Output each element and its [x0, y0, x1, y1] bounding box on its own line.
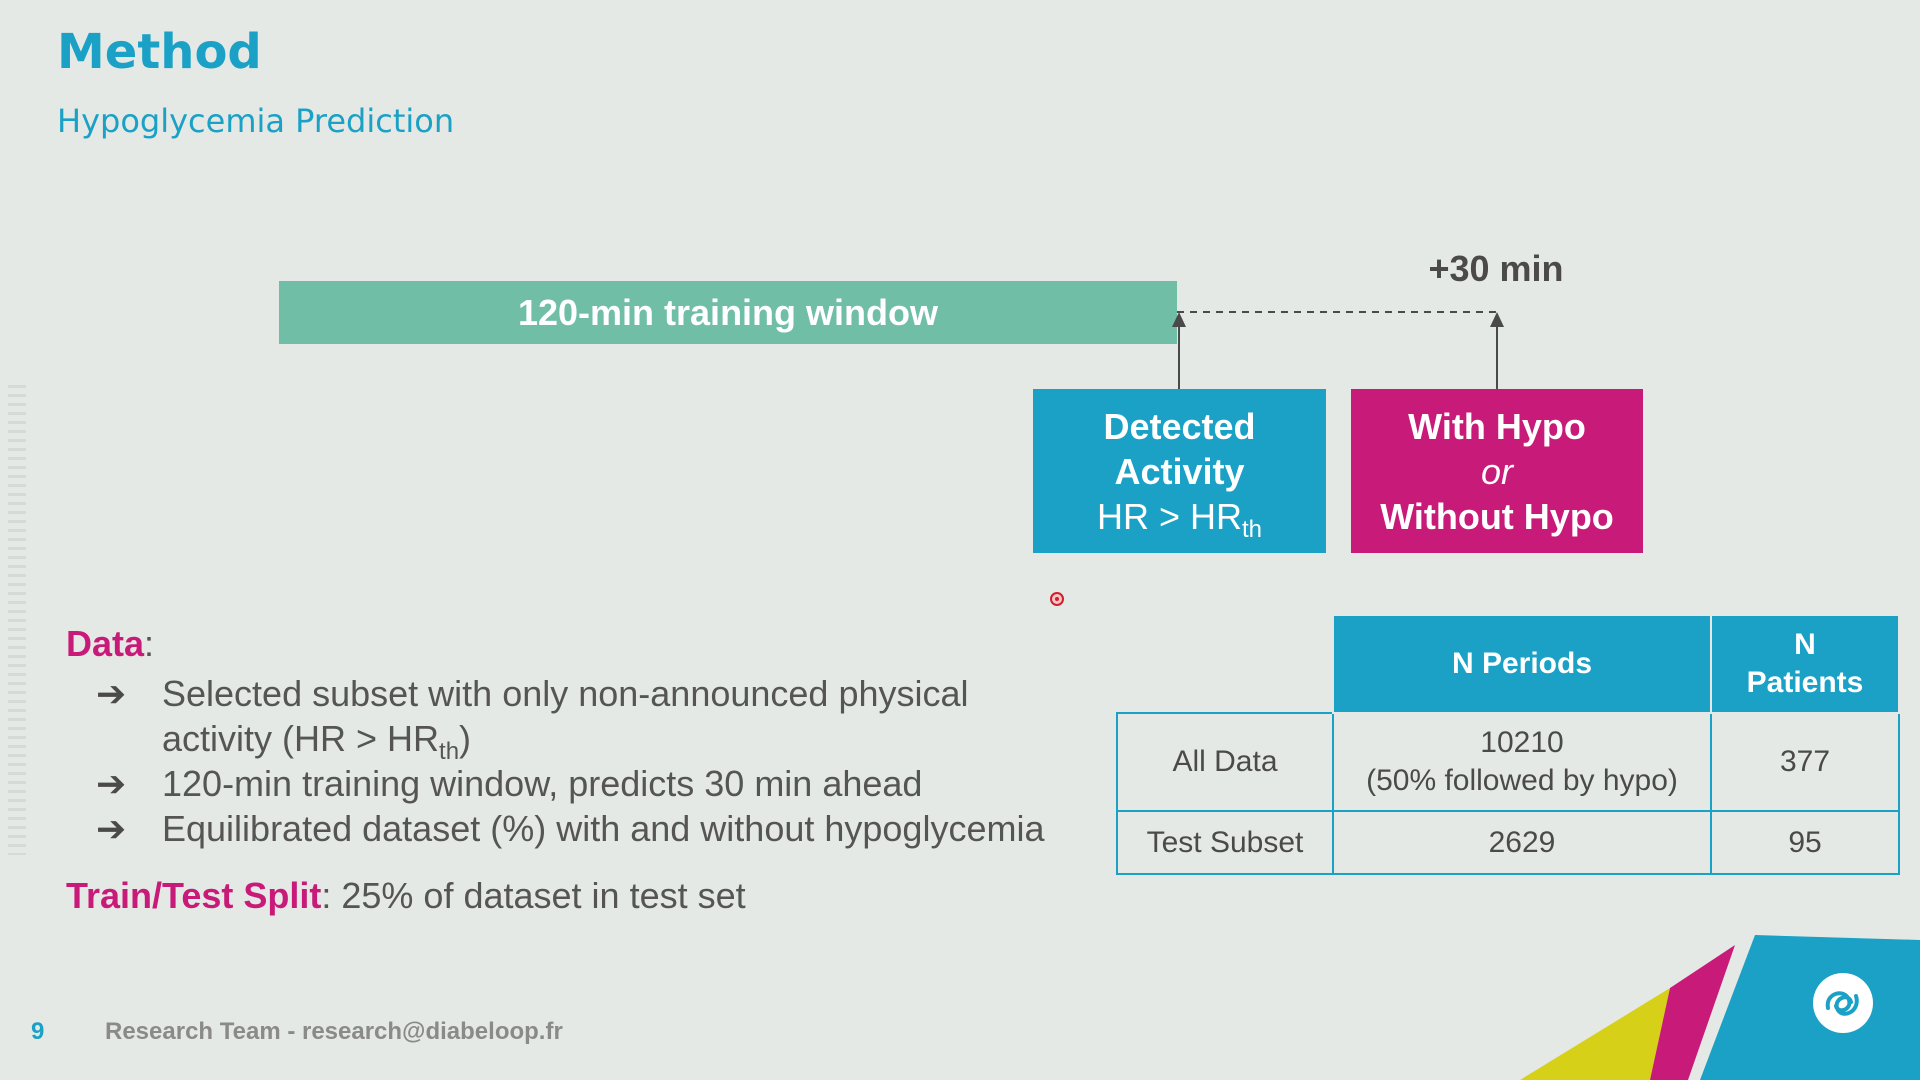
activity-line3: HR > HRth: [1096, 495, 1263, 543]
activity-line2: Activity: [1114, 450, 1245, 492]
hypo-line1: With Hypo: [1408, 405, 1586, 447]
offset-label: +30 min: [1428, 248, 1564, 289]
train-test-split: Train/Test Split: 25% of dataset in test…: [66, 875, 746, 916]
detected-activity-box: Detected Activity HR > HRth: [1033, 389, 1326, 553]
magenta-shape: [1650, 945, 1735, 1080]
activity-arrow-head: [1172, 312, 1186, 327]
hypo-arrow-head: [1490, 312, 1504, 327]
arrow-icon: ➔: [96, 673, 127, 714]
data-heading: Data:: [66, 623, 155, 664]
table-row: All Data 10210(50% followed by hypo) 377: [1116, 712, 1900, 812]
corner-decoration: [1520, 935, 1920, 1080]
slide-subtitle: Hypoglycemia Prediction: [57, 102, 455, 140]
data-bullet-list: ➔ Selected subset with only non-announce…: [66, 671, 1106, 851]
hypo-line2: or: [1480, 450, 1513, 492]
list-item: ➔ Selected subset with only non-announce…: [96, 673, 969, 765]
hypo-outcome-box: With Hypo or Without Hypo: [1351, 389, 1643, 553]
hypo-line3: Without Hypo: [1380, 495, 1614, 537]
training-window-label: 120-min training window: [517, 291, 939, 333]
activity-line1: Detected: [1103, 405, 1256, 447]
cell-patients: 377: [1710, 712, 1900, 812]
pointer-cursor: [1050, 592, 1064, 606]
cell-patients: 95: [1710, 810, 1900, 875]
arrow-icon: ➔: [96, 808, 127, 849]
cell-periods: 10210(50% followed by hypo): [1332, 712, 1712, 812]
slide-title: Method: [57, 24, 262, 80]
table-corner: [1117, 615, 1333, 713]
row-label: All Data: [1116, 712, 1334, 812]
list-item: ➔ Equilibrated dataset (%) with and with…: [96, 808, 1045, 849]
arrow-icon: ➔: [96, 763, 127, 804]
logo-icon: [1813, 973, 1873, 1033]
header-n-periods: N Periods: [1332, 614, 1712, 714]
table-row: Test Subset 2629 95: [1116, 810, 1900, 875]
footer-credit: Research Team - research@diabeloop.fr: [105, 1018, 563, 1045]
blue-shape: [1700, 935, 1920, 1080]
data-section: Data: ➔ Selected subset with only non-an…: [66, 623, 1106, 851]
page-number: 9: [31, 1018, 45, 1045]
yellow-shape: [1520, 988, 1670, 1080]
row-label: Test Subset: [1116, 810, 1334, 875]
left-edge-texture: [8, 385, 26, 855]
cell-periods: 2629: [1332, 810, 1712, 875]
training-window-bar: 120-min training window: [279, 281, 1177, 344]
list-item: ➔ 120-min training window, predicts 30 m…: [96, 763, 923, 804]
